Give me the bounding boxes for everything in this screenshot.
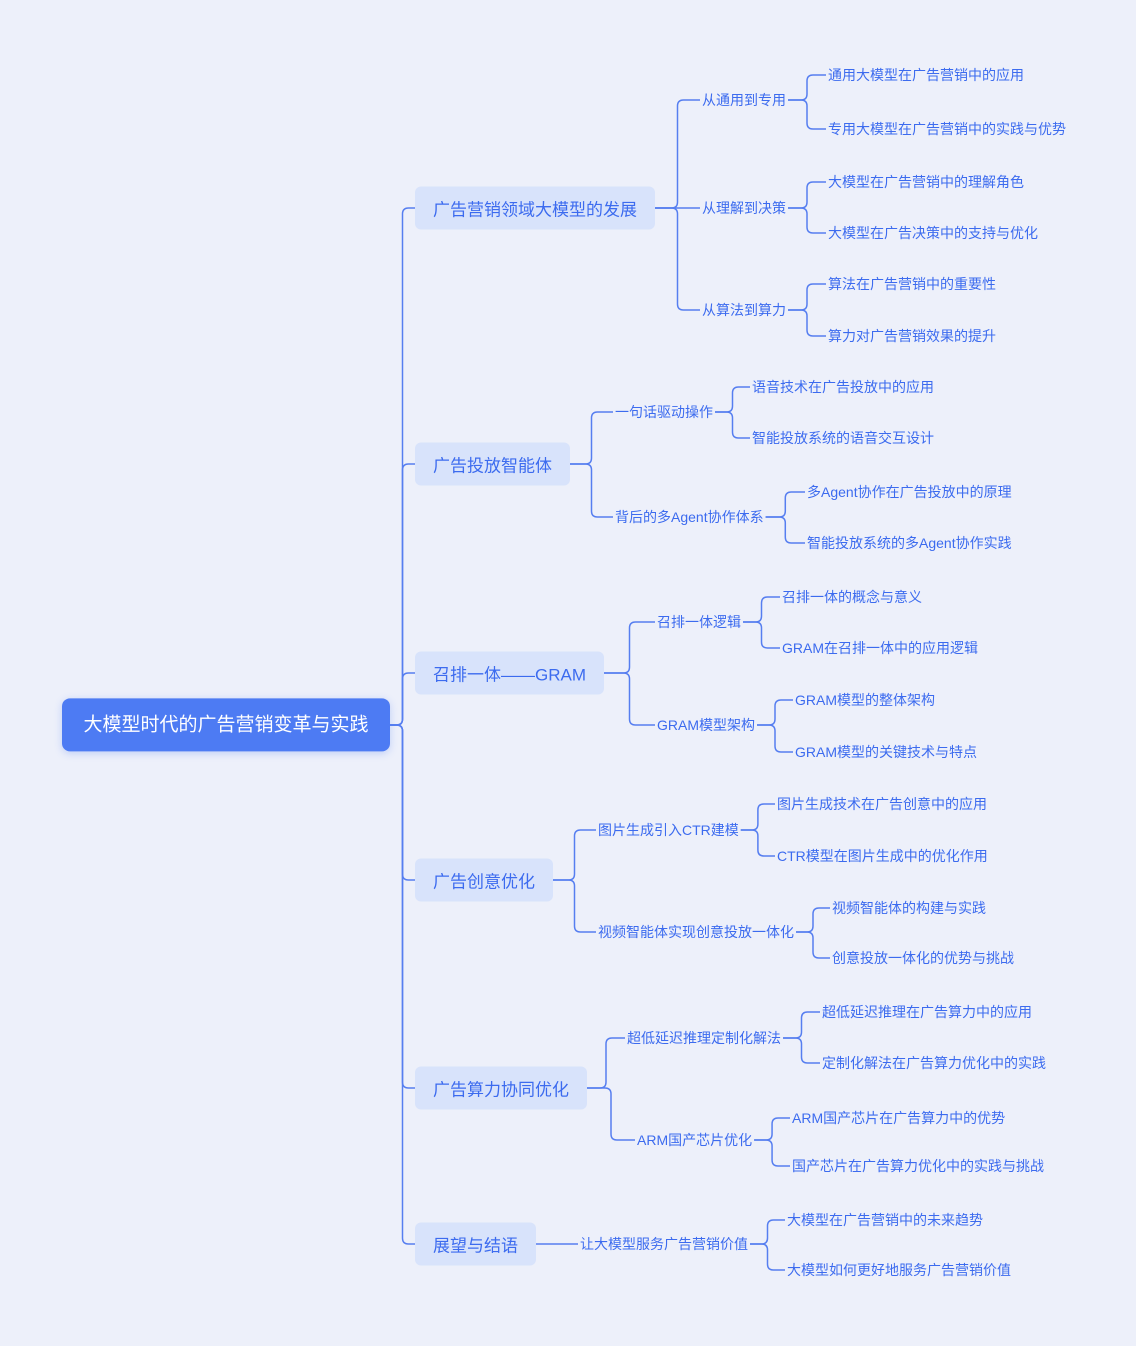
- node-4-1-1[interactable]: 国产芯片在广告算力优化中的实践与挑战: [792, 1158, 1044, 1174]
- node-5-0[interactable]: 让大模型服务广告营销价值: [580, 1236, 748, 1252]
- node-1-0-0[interactable]: 语音技术在广告投放中的应用: [752, 379, 934, 395]
- node-2-0[interactable]: 召排一体逻辑: [657, 614, 741, 630]
- node-0-1[interactable]: 从理解到决策: [702, 200, 786, 216]
- node-root[interactable]: 大模型时代的广告营销变革与实践: [62, 698, 390, 752]
- node-branch-5[interactable]: 展望与结语: [415, 1222, 536, 1266]
- node-4-0[interactable]: 超低延迟推理定制化解法: [627, 1030, 781, 1046]
- node-5-0-0[interactable]: 大模型在广告营销中的未来趋势: [787, 1212, 983, 1228]
- node-2-1-0[interactable]: GRAM模型的整体架构: [795, 692, 935, 708]
- node-4-0-1[interactable]: 定制化解法在广告算力优化中的实践: [822, 1055, 1046, 1071]
- node-branch-3[interactable]: 广告创意优化: [415, 858, 553, 902]
- node-0-2-0[interactable]: 算法在广告营销中的重要性: [828, 276, 996, 292]
- node-1-0-1[interactable]: 智能投放系统的语音交互设计: [752, 430, 934, 446]
- node-2-1-1[interactable]: GRAM模型的关键技术与特点: [795, 744, 977, 760]
- node-1-1-0[interactable]: 多Agent协作在广告投放中的原理: [807, 484, 1012, 500]
- node-2-1[interactable]: GRAM模型架构: [657, 717, 755, 733]
- node-3-0-1[interactable]: CTR模型在图片生成中的优化作用: [777, 848, 988, 864]
- node-4-1[interactable]: ARM国产芯片优化: [637, 1132, 753, 1148]
- node-3-0[interactable]: 图片生成引入CTR建模: [598, 822, 739, 838]
- node-0-2[interactable]: 从算法到算力: [702, 302, 786, 318]
- node-1-1[interactable]: 背后的多Agent协作体系: [615, 509, 764, 525]
- node-0-1-0[interactable]: 大模型在广告营销中的理解角色: [828, 174, 1024, 190]
- node-1-1-1[interactable]: 智能投放系统的多Agent协作实践: [807, 535, 1012, 551]
- node-5-0-1[interactable]: 大模型如何更好地服务广告营销价值: [787, 1262, 1011, 1278]
- node-3-1-1[interactable]: 创意投放一体化的优势与挑战: [832, 950, 1014, 966]
- node-branch-2[interactable]: 召排一体——GRAM: [415, 651, 604, 695]
- node-2-0-0[interactable]: 召排一体的概念与意义: [782, 589, 922, 605]
- node-branch-0[interactable]: 广告营销领域大模型的发展: [415, 186, 655, 230]
- node-branch-4[interactable]: 广告算力协同优化: [415, 1066, 587, 1110]
- node-2-0-1[interactable]: GRAM在召排一体中的应用逻辑: [782, 640, 978, 656]
- node-0-1-1[interactable]: 大模型在广告决策中的支持与优化: [828, 225, 1038, 241]
- node-3-1[interactable]: 视频智能体实现创意投放一体化: [598, 924, 794, 940]
- node-4-1-0[interactable]: ARM国产芯片在广告算力中的优势: [792, 1110, 1006, 1126]
- node-0-2-1[interactable]: 算力对广告营销效果的提升: [828, 328, 996, 344]
- node-branch-1[interactable]: 广告投放智能体: [415, 442, 570, 486]
- node-3-0-0[interactable]: 图片生成技术在广告创意中的应用: [777, 796, 987, 812]
- node-1-0[interactable]: 一句话驱动操作: [615, 404, 713, 420]
- node-0-0-0[interactable]: 通用大模型在广告营销中的应用: [828, 67, 1024, 83]
- node-0-0[interactable]: 从通用到专用: [702, 92, 786, 108]
- node-4-0-0[interactable]: 超低延迟推理在广告算力中的应用: [822, 1004, 1032, 1020]
- node-0-0-1[interactable]: 专用大模型在广告营销中的实践与优势: [828, 121, 1066, 137]
- node-3-1-0[interactable]: 视频智能体的构建与实践: [832, 900, 986, 916]
